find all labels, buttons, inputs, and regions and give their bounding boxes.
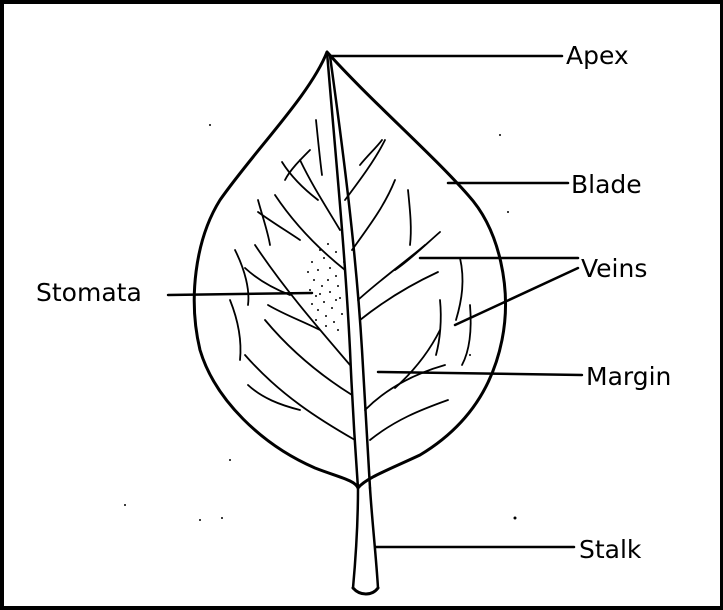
midrib-left <box>327 52 358 488</box>
blade-label: Blade <box>571 171 642 199</box>
stalk-left <box>353 488 358 588</box>
midrib-right <box>330 56 370 488</box>
veins-leader-lower <box>455 268 578 325</box>
stalk-label: Stalk <box>579 536 641 564</box>
stalk-right <box>370 488 378 588</box>
stomata-label: Stomata <box>36 279 142 307</box>
stomata-stipple <box>307 243 345 331</box>
veins-label: Veins <box>581 255 647 283</box>
margin-label: Margin <box>586 363 671 391</box>
apex-label: Apex <box>566 42 629 70</box>
leaf-blade-outline <box>194 52 505 488</box>
stalk-end <box>353 588 378 594</box>
